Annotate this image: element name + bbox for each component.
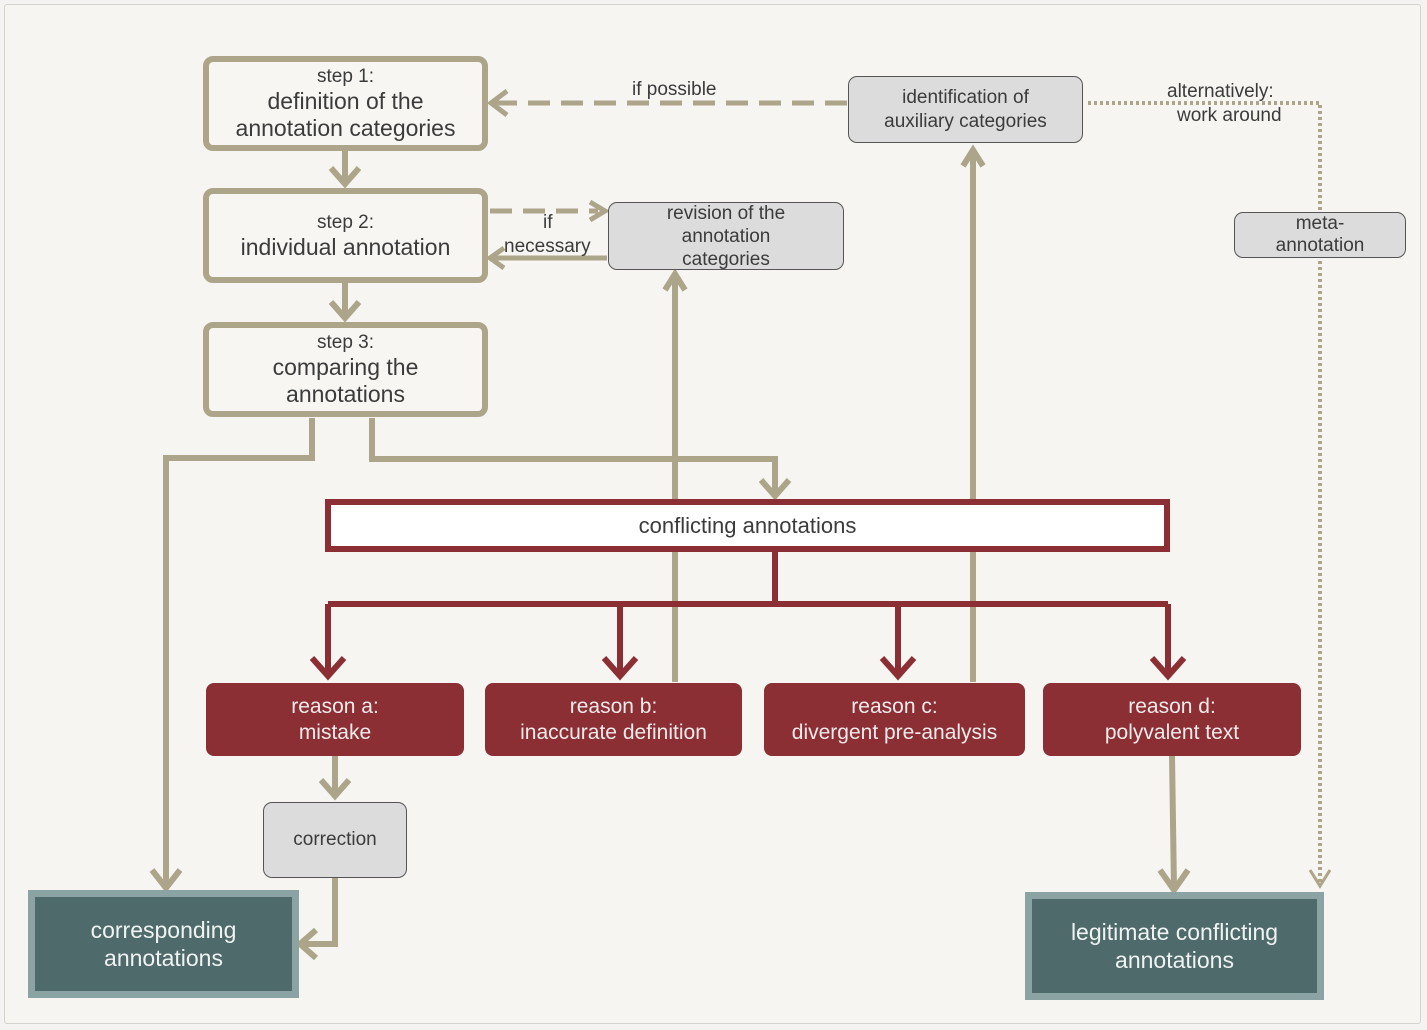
step-1-box: step 1: definition of the annotation cat… — [203, 56, 488, 151]
connector-reason-d-legitimate-head — [1157, 868, 1191, 896]
reason-a-text: mistake — [298, 720, 372, 744]
revision-line-2: annotation — [681, 225, 771, 247]
connector-to-reason-b-head — [601, 656, 639, 681]
connector-to-reason-a-head — [309, 656, 347, 681]
corresponding-line-2: annotations — [104, 945, 223, 971]
corresponding-line-1: corresponding — [90, 917, 237, 943]
reason-b-label: reason b: — [569, 694, 658, 718]
connector-step1-step2-head — [328, 166, 362, 189]
reason-d-text: polyvalent text — [1104, 720, 1240, 744]
connector-reason-b-revision-head — [662, 268, 688, 292]
work-around-label: work around — [1177, 105, 1282, 126]
reason-d-label: reason d: — [1128, 694, 1216, 718]
reason-b-text: inaccurate definition — [520, 720, 707, 744]
reason-a-box: reason a: mistake — [206, 683, 464, 756]
connector-to-reason-d-head — [1149, 656, 1187, 681]
connector-correction-corresponding-head — [295, 927, 318, 961]
connector-reason-d-legitimate — [1169, 755, 1177, 889]
correction-label: correction — [293, 829, 377, 850]
connector-step3-corresponding-head — [149, 868, 183, 893]
connector-step3-corresponding — [163, 418, 315, 888]
meta-annotation-box: meta- annotation — [1234, 212, 1406, 258]
legitimate-line-1: legitimate conflicting — [1070, 919, 1279, 945]
auxiliary-categories-box: identification of auxiliary categories — [848, 76, 1083, 143]
connector-step2-revision-head — [588, 199, 610, 223]
reason-a-label: reason a: — [291, 694, 379, 718]
connector-step3-conflict-head — [758, 478, 792, 501]
reason-c-text: divergent pre-analysis — [791, 720, 998, 744]
step-2-box: step 2: individual annotation — [203, 188, 488, 283]
connector-reason-c-auxiliary-head — [960, 144, 986, 168]
connector-step2-step3-head — [328, 300, 362, 323]
auxiliary-line-1: identification of — [902, 86, 1029, 108]
step-3-title-line-1: comparing the — [272, 354, 419, 380]
connector-auxiliary-legitimate-head — [1308, 869, 1332, 889]
step-1-label: step 1: — [316, 66, 375, 87]
step-3-box: step 3: comparing the annotations — [203, 322, 488, 417]
reason-d-box: reason d: polyvalent text — [1043, 683, 1301, 756]
step-2-label: step 2: — [316, 211, 375, 233]
meta-line-1: meta- — [1295, 213, 1345, 234]
if-label: if — [543, 212, 553, 233]
reason-c-label: reason c: — [851, 694, 938, 718]
step-1-title-line-2: annotation categories — [235, 115, 456, 141]
step-2-title-line-1: individual annotation — [240, 233, 451, 260]
connector-reason-a-correction-head — [318, 778, 352, 801]
step-3-label: step 3: — [316, 332, 375, 353]
connector-auxiliary-step1-head — [486, 89, 509, 117]
reason-c-box: reason c: divergent pre-analysis — [764, 683, 1025, 756]
if-possible-label: if possible — [632, 79, 717, 100]
step-1-title-line-1: definition of the — [267, 88, 424, 114]
corresponding-annotations-box: corresponding annotations — [28, 890, 299, 998]
connector-auxiliary-legitimate — [1088, 101, 1322, 884]
connector-to-reason-c-head — [879, 656, 917, 681]
revision-line-3: categories — [682, 248, 770, 270]
connector-step3-conflict — [369, 418, 778, 496]
necessary-label: necessary — [504, 236, 591, 257]
alternatively-label: alternatively: — [1167, 81, 1274, 102]
correction-box: correction — [263, 802, 407, 878]
legitimate-line-2: annotations — [1115, 947, 1234, 973]
conflicting-annotations-box: conflicting annotations — [325, 499, 1170, 552]
connector-revision-step2-head — [485, 245, 506, 271]
step-3-title-line-2: annotations — [286, 381, 405, 407]
reason-b-box: reason b: inaccurate definition — [485, 683, 742, 756]
meta-line-2: annotation — [1275, 235, 1365, 256]
revision-line-1: revision of the — [666, 202, 786, 224]
revision-box: revision of the annotation categories — [608, 202, 844, 270]
legitimate-conflicting-annotations-box: legitimate conflicting annotations — [1025, 892, 1324, 1000]
conflicting-annotations-label: conflicting annotations — [638, 512, 857, 538]
connector-correction-corresponding — [300, 877, 338, 947]
auxiliary-line-2: auxiliary categories — [884, 110, 1047, 132]
